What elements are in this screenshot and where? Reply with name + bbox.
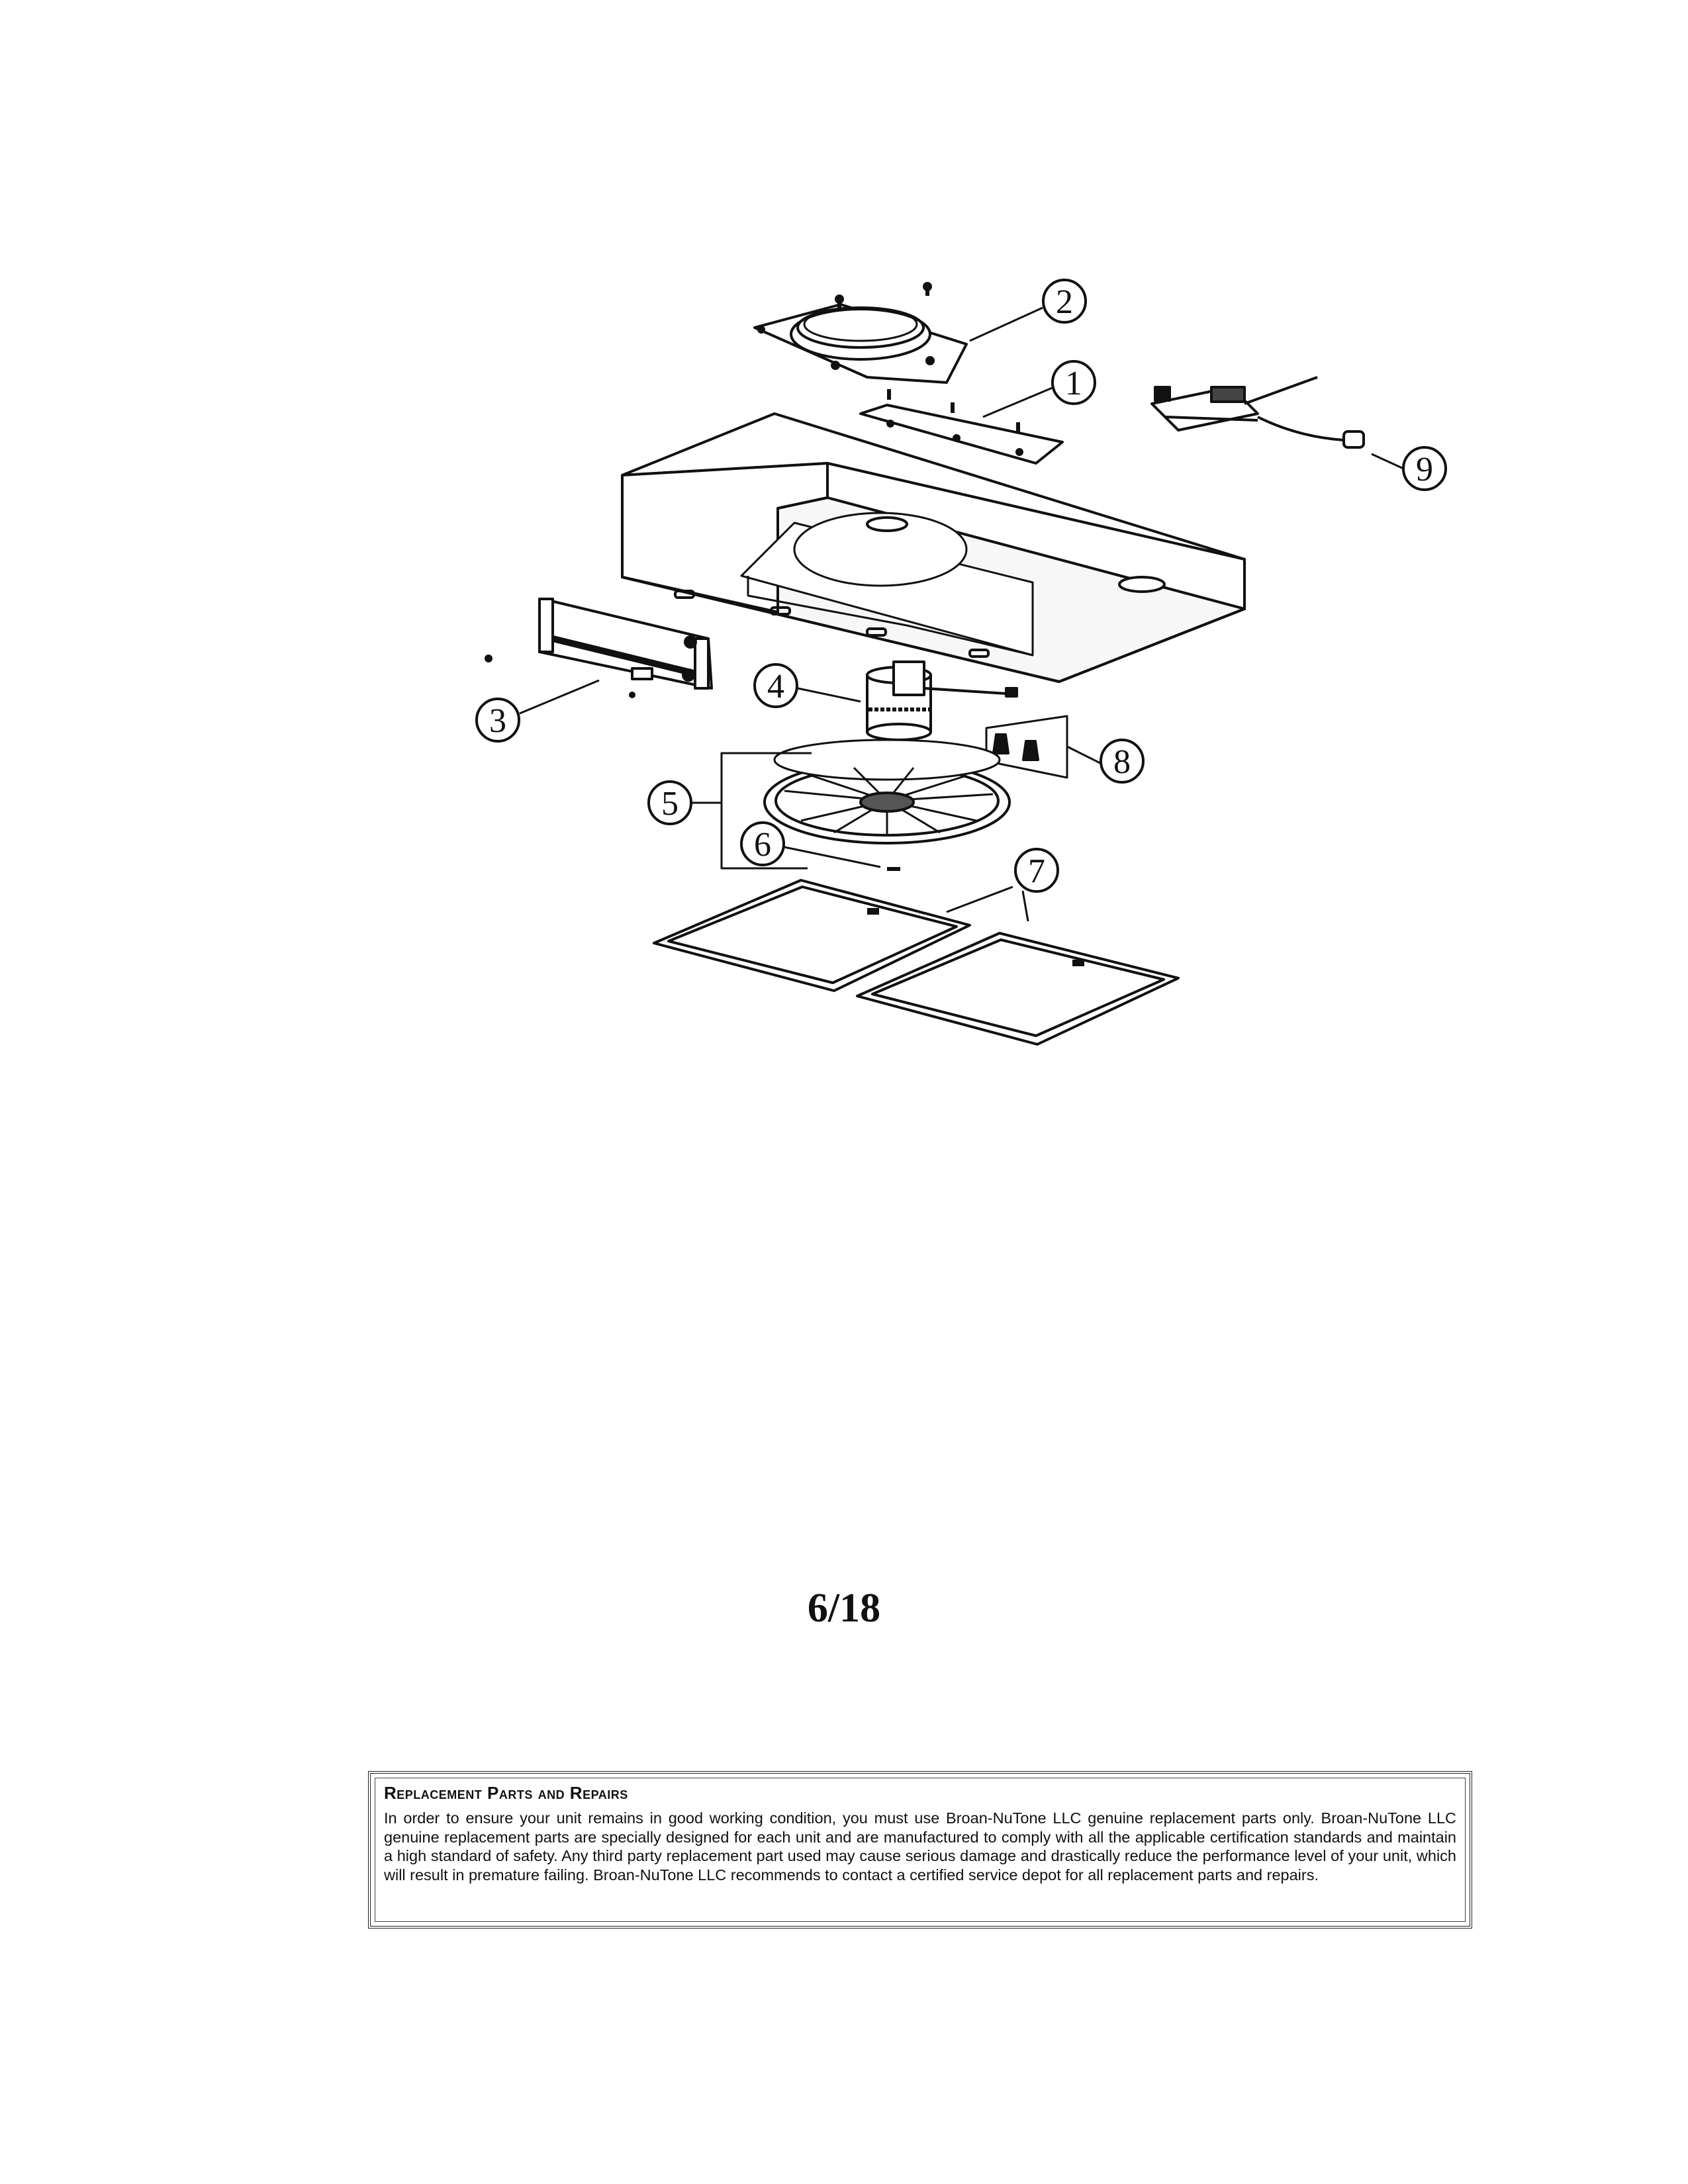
svg-text:5: 5 — [661, 785, 679, 823]
svg-text:9: 9 — [1416, 451, 1433, 488]
svg-text:6: 6 — [754, 826, 771, 864]
svg-text:7: 7 — [1028, 852, 1045, 890]
screw — [629, 692, 635, 698]
range-hood-body — [621, 412, 1246, 683]
notice-body: In order to ensure your unit remains in … — [384, 1809, 1456, 1884]
exploded-parts-diagram: 1 2 3 4 5 6 7 8 — [475, 279, 1447, 1046]
callout-7: 7 — [1014, 848, 1059, 893]
control-module — [538, 598, 713, 690]
page-number: 6/18 — [807, 1586, 881, 1631]
lamp-sockets — [985, 715, 1068, 779]
callouts: 1 2 3 4 5 6 7 8 — [475, 279, 1447, 893]
callout-5: 5 — [647, 780, 692, 825]
callout-3: 3 — [475, 698, 520, 743]
callout-2: 2 — [1042, 279, 1087, 324]
svg-text:1: 1 — [1065, 365, 1082, 402]
callout-6: 6 — [740, 821, 785, 866]
blower-motor — [866, 660, 1018, 751]
blower-wheel — [763, 739, 1011, 844]
replacement-parts-notice: Replacement Parts and Repairs In order t… — [368, 1771, 1472, 1929]
leader-lines — [519, 306, 1404, 922]
notice-title: Replacement Parts and Repairs — [384, 1783, 628, 1803]
callout-8: 8 — [1100, 739, 1145, 784]
svg-text:2: 2 — [1056, 283, 1073, 321]
callout-9: 9 — [1402, 446, 1447, 491]
screws-top — [835, 282, 1020, 433]
grease-filter-right — [856, 932, 1180, 1046]
retaining-nut — [887, 867, 900, 871]
notice-inner-border — [375, 1778, 1466, 1922]
grease-filter-left — [653, 879, 971, 992]
callout-1: 1 — [1051, 360, 1096, 405]
wiring-harness — [1150, 376, 1365, 449]
screw — [485, 655, 492, 662]
svg-text:8: 8 — [1113, 743, 1131, 781]
callout-4: 4 — [753, 663, 798, 708]
duct-connector-plate — [753, 303, 968, 384]
damper-plate — [859, 404, 1064, 465]
svg-text:3: 3 — [489, 702, 506, 740]
svg-text:4: 4 — [767, 668, 784, 705]
